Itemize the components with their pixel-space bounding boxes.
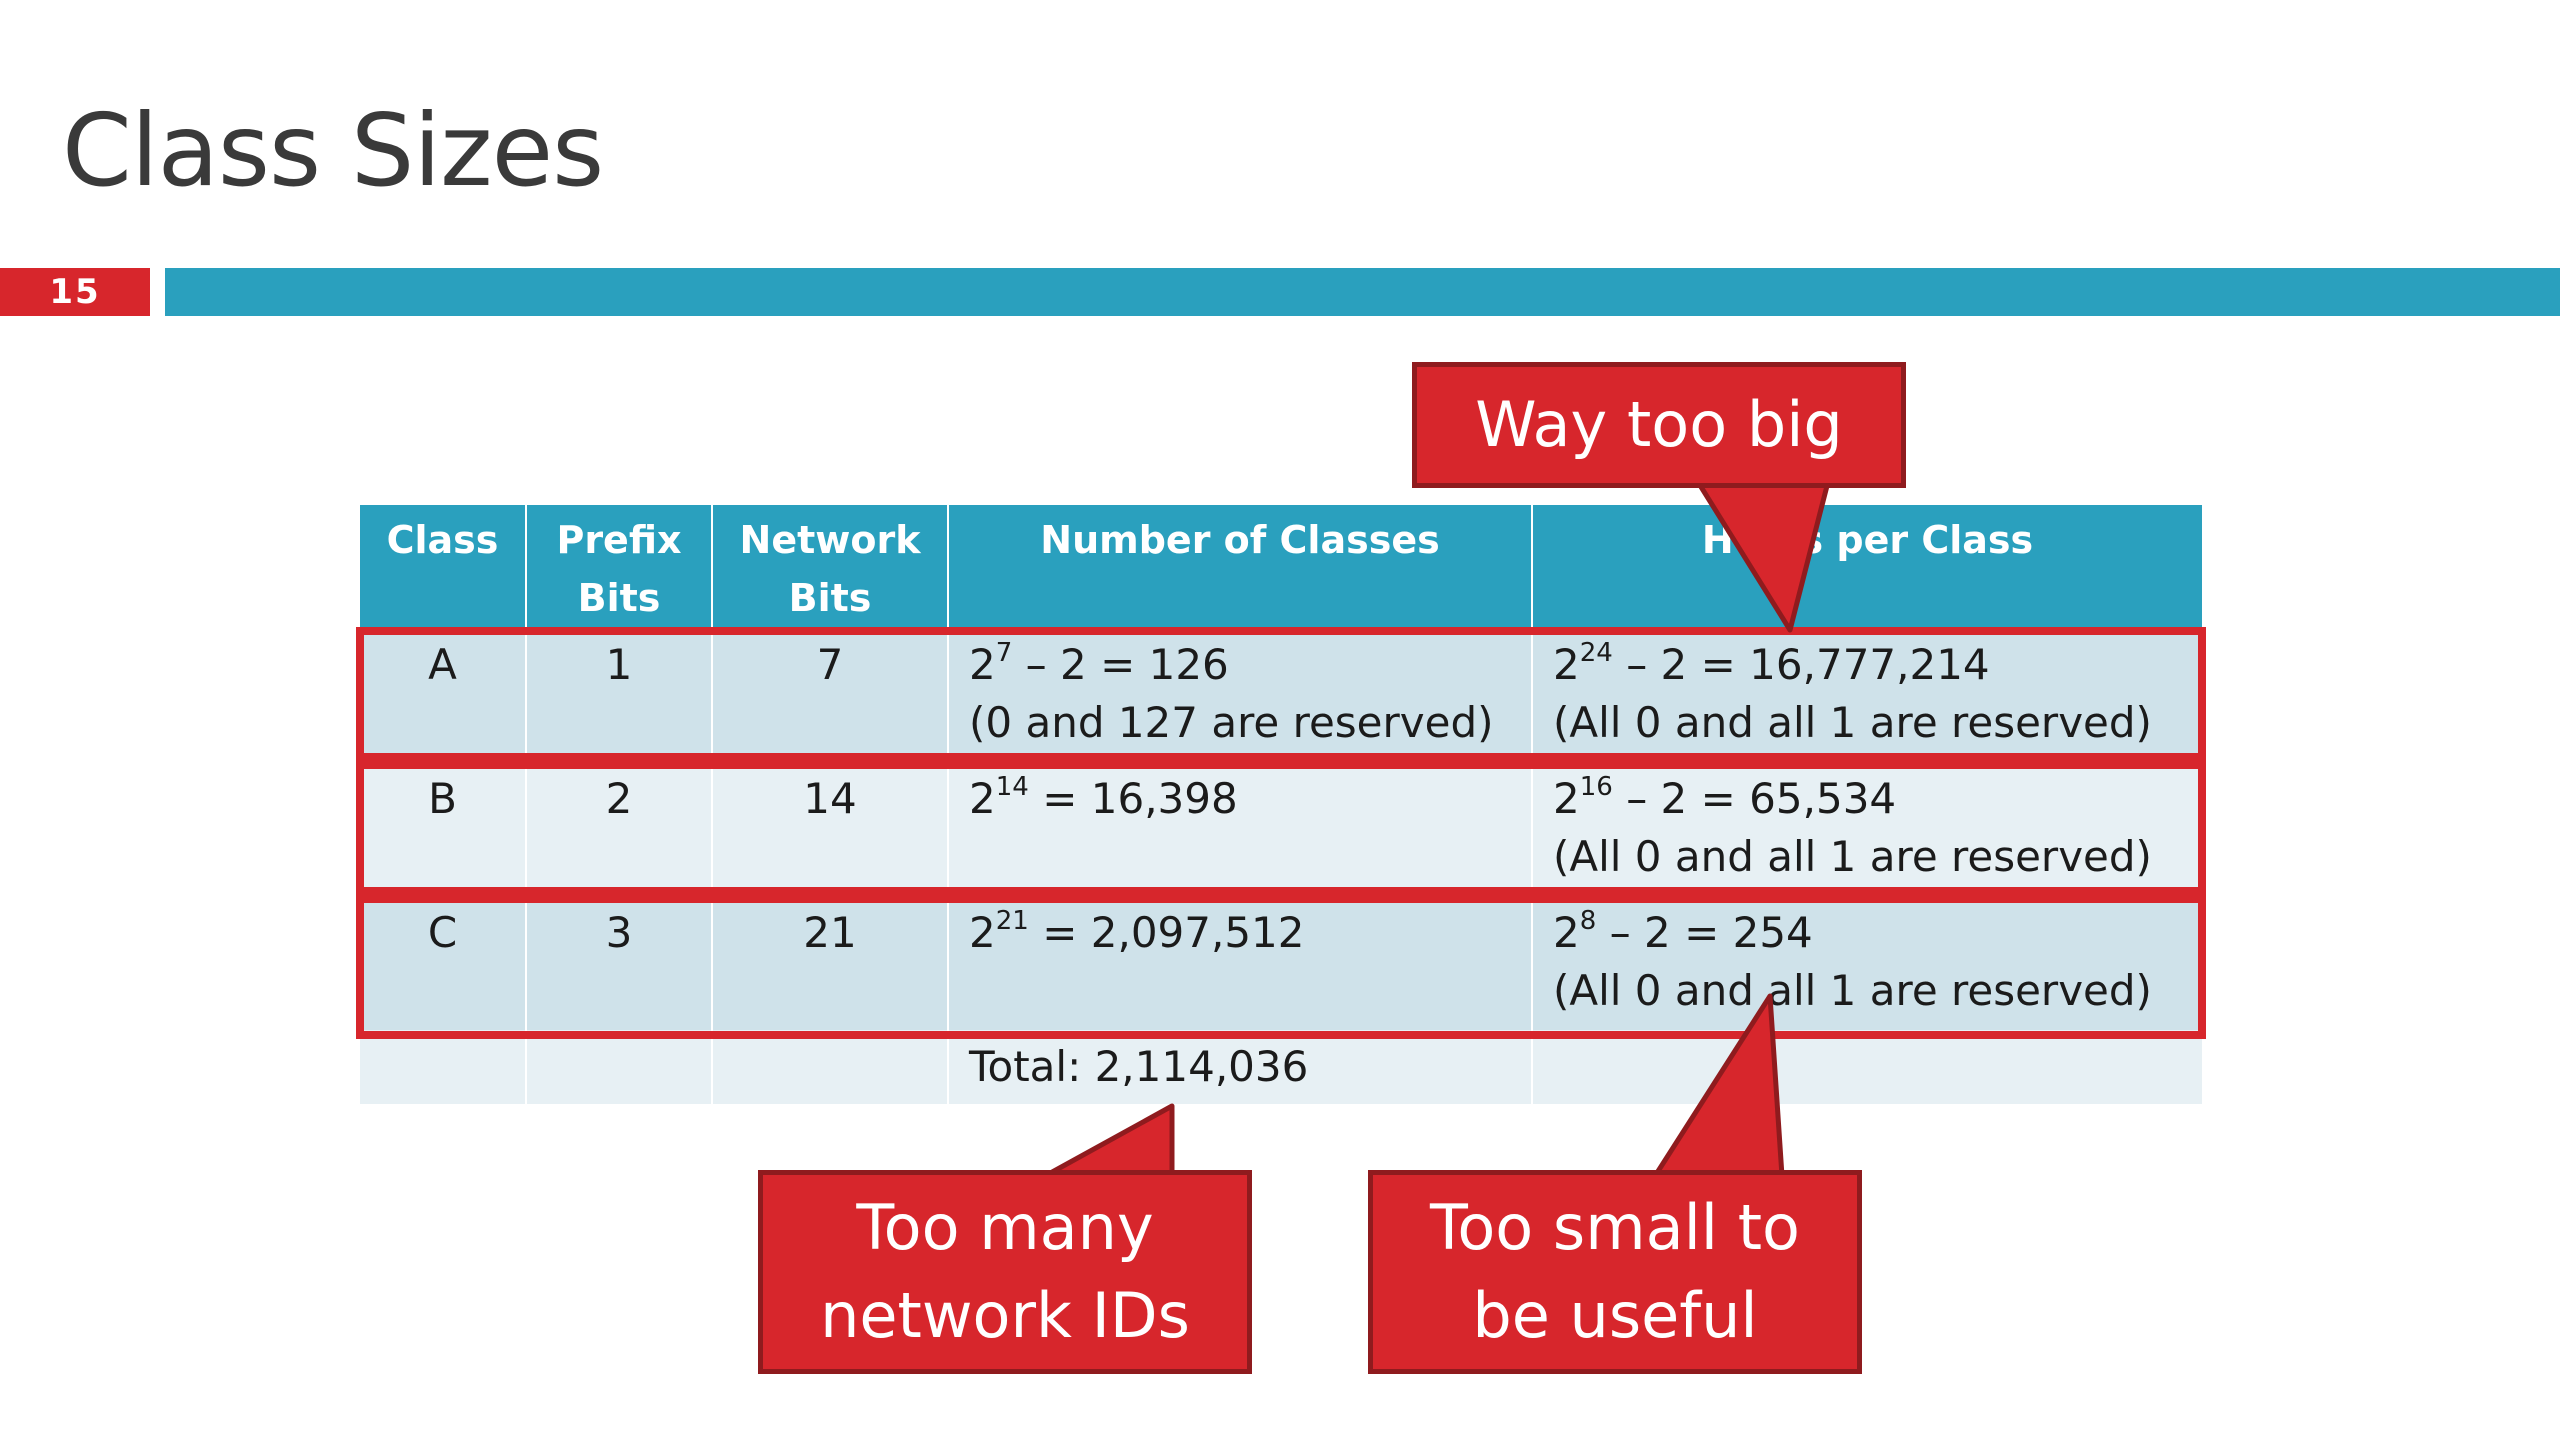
cell-number-of-classes: 27 – 2 = 126 (0 and 127 are reserved) xyxy=(947,628,1532,762)
table-row: A 1 7 27 – 2 = 126 (0 and 127 are reserv… xyxy=(360,628,2202,762)
callout-left-line2: network IDs xyxy=(820,1279,1190,1352)
callout-right-line1: Too small to xyxy=(1429,1191,1800,1264)
cell-hosts-per-class: 216 – 2 = 65,534 (All 0 and all 1 are re… xyxy=(1531,762,2202,896)
cell-prefix-bits: 3 xyxy=(525,896,712,1030)
cell-hosts-per-class: 28 – 2 = 254 (All 0 and all 1 are reserv… xyxy=(1531,896,2202,1030)
title-accent-bar xyxy=(165,268,2560,316)
cell-total: Total: 2,114,036 xyxy=(947,1030,1532,1104)
cell-hosts-per-class: 224 – 2 = 16,777,214 (All 0 and all 1 ar… xyxy=(1531,628,2202,762)
cell-class: C xyxy=(360,896,526,1030)
cell-class: B xyxy=(360,762,526,896)
cell-network-bits: 7 xyxy=(711,628,948,762)
table-row: C 3 21 221 = 2,097,512 28 – 2 = 254 (All… xyxy=(360,896,2202,1030)
callout-way-too-big: Way too big xyxy=(1412,362,1906,488)
header-class: Class xyxy=(360,505,526,628)
header-hosts-per-class: Hosts per Class xyxy=(1531,505,2202,628)
cell-class: A xyxy=(360,628,526,762)
header-number-of-classes: Number of Classes xyxy=(947,505,1532,628)
cell-number-of-classes: 221 = 2,097,512 xyxy=(947,896,1532,1030)
cell-number-of-classes: 214 = 16,398 xyxy=(947,762,1532,896)
cell-prefix-bits: 2 xyxy=(525,762,712,896)
slide-title: Class Sizes xyxy=(62,92,604,209)
callout-too-many-network-ids: Too many network IDs xyxy=(758,1170,1252,1374)
slide-number: 15 xyxy=(0,268,150,316)
callout-too-small: Too small to be useful xyxy=(1368,1170,1862,1374)
callout-top-text: Way too big xyxy=(1475,388,1843,461)
cell-network-bits: 14 xyxy=(711,762,948,896)
callout-right-line2: be useful xyxy=(1472,1279,1758,1352)
callout-left-pointer xyxy=(1042,1103,1175,1179)
cell-network-bits: 21 xyxy=(711,896,948,1030)
callout-left-line1: Too many xyxy=(856,1191,1154,1264)
cell-prefix-bits: 1 xyxy=(525,628,712,762)
table-row: B 2 14 214 = 16,398 216 – 2 = 65,534 (Al… xyxy=(360,762,2202,896)
table-total-row: Total: 2,114,036 xyxy=(360,1030,2202,1104)
